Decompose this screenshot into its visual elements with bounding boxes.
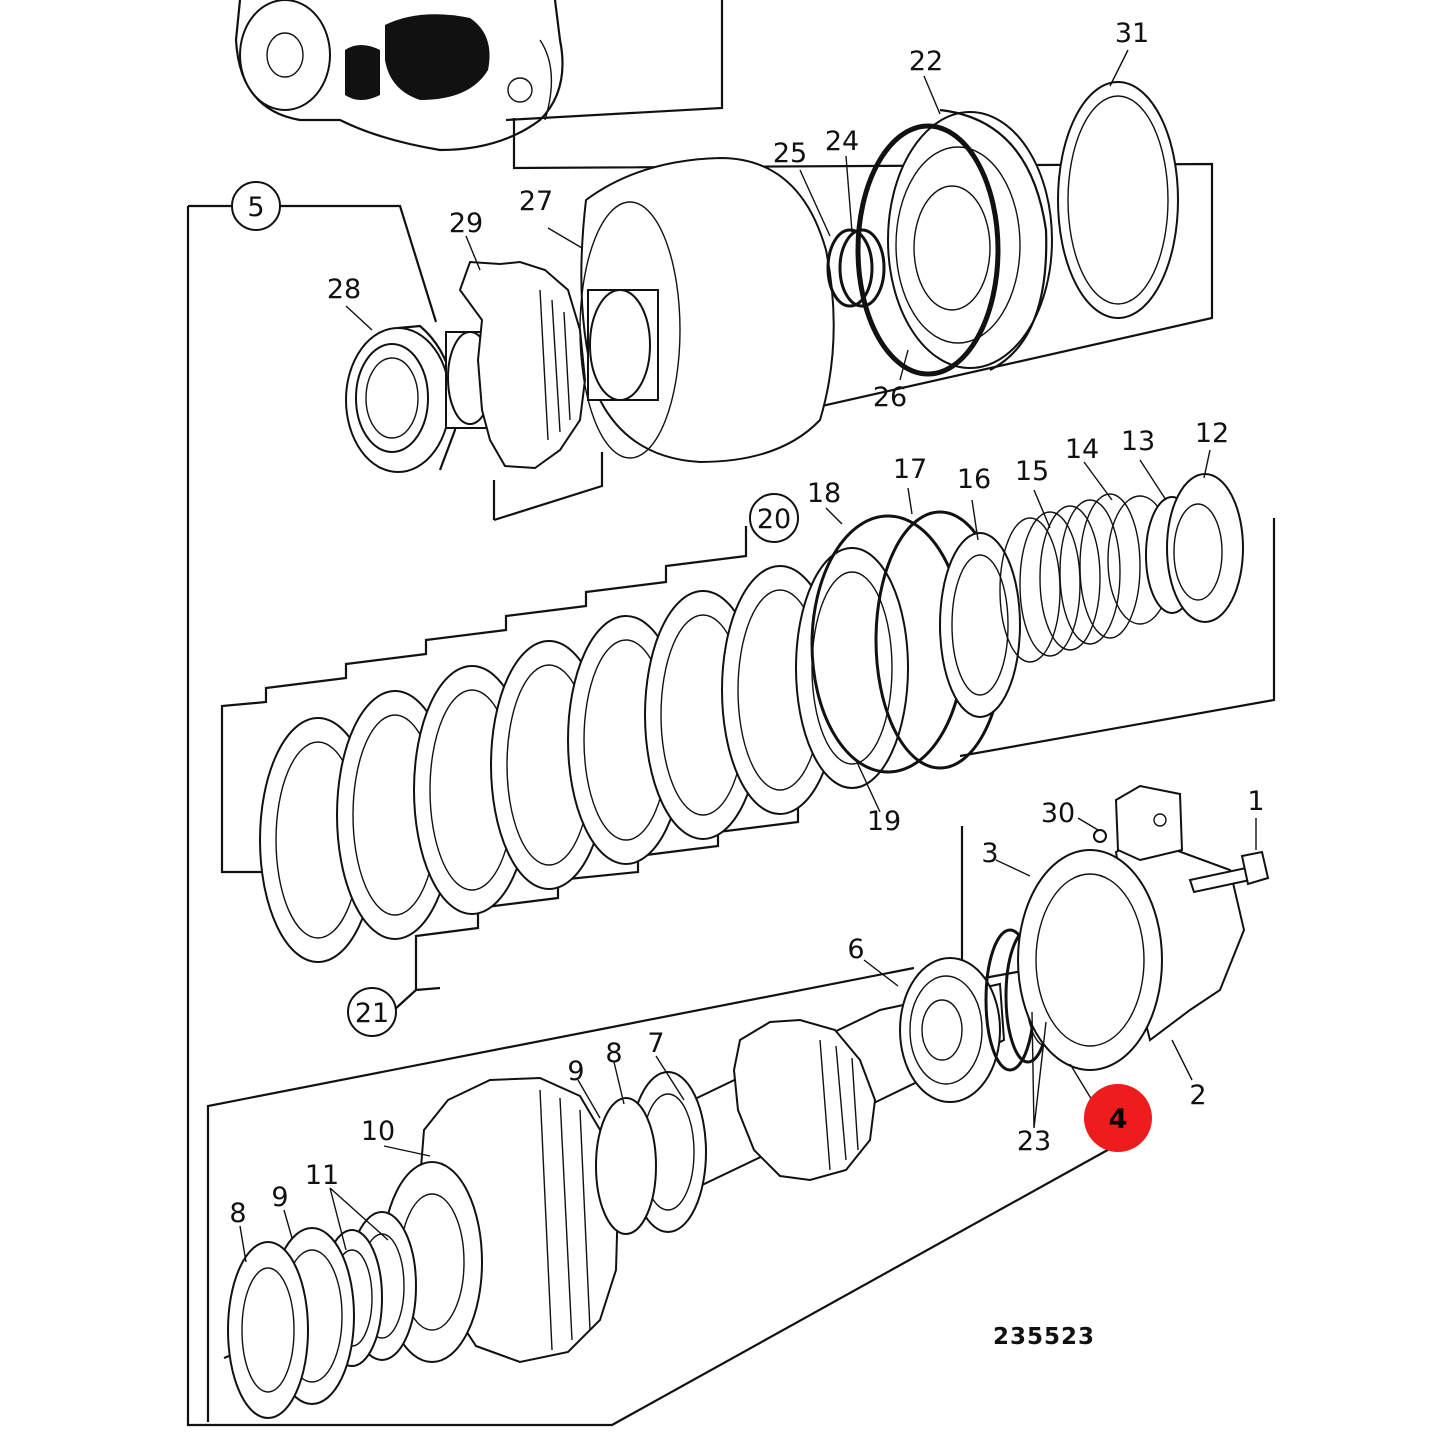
housing-bracket-line [505, 0, 724, 122]
label-16: 16 [957, 464, 991, 495]
label-7: 7 [647, 1028, 664, 1059]
label-13: 13 [1121, 426, 1155, 457]
label-9-lower: 9 [271, 1182, 288, 1213]
label-15: 15 [1015, 456, 1049, 487]
housing-assembly [234, 0, 564, 152]
retainer-12 [1166, 473, 1244, 623]
group-5-bracket [186, 206, 1114, 1427]
label-14: 14 [1065, 434, 1099, 465]
plate-31 [1057, 81, 1179, 319]
bearing-6 [899, 957, 1001, 1103]
callout-circle-20 [749, 493, 799, 543]
bearing-28 [345, 324, 457, 473]
label-5: 5 [247, 192, 264, 223]
clutch-pack-bracket-top [220, 526, 748, 874]
highlight-marker-4 [1084, 1084, 1152, 1152]
callout-circle-5 [231, 181, 281, 231]
bracket-row-3 [959, 518, 1276, 758]
thrust-bearing-8-9-upper [595, 1071, 707, 1235]
label-4: 4 [1109, 1104, 1128, 1135]
seal-ring-26 [855, 123, 1001, 377]
bracket-28-29 [493, 452, 604, 522]
label-31: 31 [1115, 18, 1149, 49]
label-17: 17 [893, 454, 927, 485]
spring-15 [999, 493, 1141, 663]
drum-27 [579, 156, 835, 464]
label-6: 6 [847, 934, 864, 965]
leader-lines [239, 49, 1257, 1263]
group-5-leader [280, 204, 438, 323]
callout-circle-21 [347, 987, 397, 1037]
label-11: 11 [305, 1160, 339, 1191]
thrust-bearing-8-lower [227, 1241, 309, 1419]
label-25: 25 [773, 138, 807, 169]
bolt-1 [1188, 850, 1270, 894]
leader-21 [393, 986, 441, 1011]
gear-large-7 [732, 1018, 877, 1182]
label-18: 18 [807, 478, 841, 509]
label-12: 12 [1195, 418, 1229, 449]
rings-24-25 [826, 228, 886, 308]
label-27: 27 [519, 186, 553, 217]
bracket-row-2 [512, 118, 1214, 422]
label-2: 2 [1189, 1080, 1206, 1111]
label-3: 3 [981, 838, 998, 869]
label-8-lower: 8 [229, 1198, 246, 1229]
gear-29 [445, 260, 587, 470]
label-1: 1 [1247, 786, 1264, 817]
clutch-plates [259, 547, 909, 963]
reference-number: 235523 [993, 1324, 1095, 1350]
housing-2-3 [1017, 784, 1246, 1071]
piston-22 [887, 108, 1053, 371]
label-22: 22 [909, 46, 943, 77]
label-30: 30 [1041, 798, 1075, 829]
label-10: 10 [361, 1116, 395, 1147]
label-8-upper: 8 [605, 1038, 622, 1069]
retainer-16 [939, 532, 1021, 718]
label-20: 20 [757, 504, 791, 535]
label-29: 29 [449, 208, 483, 239]
label-21: 21 [355, 998, 389, 1029]
label-9-upper: 9 [567, 1056, 584, 1087]
label-28: 28 [327, 274, 361, 305]
label-19: 19 [867, 806, 901, 837]
part-labels: 5 29 27 28 25 24 22 31 26 20 18 17 16 15… [229, 18, 1264, 1229]
bracket-row-4 [206, 966, 915, 1422]
label-24: 24 [825, 126, 859, 157]
label-23: 23 [1017, 1126, 1051, 1157]
label-26: 26 [873, 382, 907, 413]
